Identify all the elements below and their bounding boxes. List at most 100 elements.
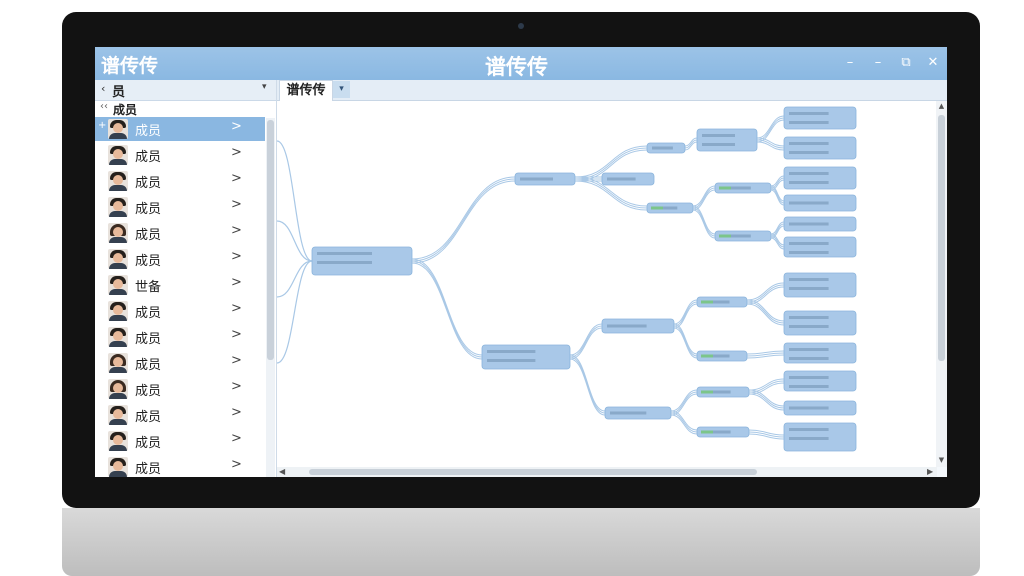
mindmap-node[interactable] [783, 310, 857, 336]
mindmap-node[interactable] [696, 128, 758, 152]
mindmap-node-text [487, 359, 536, 362]
mindmap-edge [277, 140, 313, 262]
mindmap-node[interactable] [783, 272, 857, 298]
chevron-right-icon[interactable]: > [231, 119, 242, 134]
chevron-right-icon[interactable]: > [231, 327, 242, 342]
mindmap-node-text [789, 222, 829, 226]
member-item[interactable]: 成员 > [95, 247, 265, 271]
chevron-right-icon[interactable]: > [231, 379, 242, 394]
horizontal-scroll-thumb[interactable] [309, 469, 757, 475]
avatar [108, 223, 128, 243]
member-item[interactable]: 成员> [95, 455, 265, 477]
member-item[interactable]: +成员> [95, 117, 265, 141]
member-item[interactable]: 世备 > [95, 273, 265, 297]
minimize-alt-icon[interactable]: – [874, 55, 882, 70]
mindmap-canvas[interactable] [277, 101, 937, 467]
sidebar-scroll-thumb[interactable] [267, 120, 274, 360]
sidebar-scrollbar[interactable] [266, 118, 275, 477]
vertical-scrollbar[interactable]: ▲ ▼ [936, 101, 947, 467]
mindmap-edge [746, 301, 785, 324]
minimize-icon[interactable]: – [846, 55, 854, 70]
scroll-left-icon[interactable]: ◀ [279, 467, 286, 476]
back-icon[interactable]: ‹ [101, 82, 106, 95]
mindmap-edge [673, 327, 698, 359]
mindmap-edge [748, 429, 785, 436]
chevron-right-icon[interactable]: > [231, 249, 242, 264]
tab-dropdown-icon[interactable]: ▾ [333, 81, 350, 98]
mindmap-edge [670, 393, 698, 416]
mindmap-edge [692, 209, 716, 239]
chevron-right-icon[interactable]: > [231, 431, 242, 446]
mindmap-node-tag [719, 234, 731, 238]
chevron-right-icon[interactable]: > [231, 457, 242, 472]
mindmap-node-tag [701, 300, 713, 304]
mindmap-node-tag [701, 430, 713, 434]
mindmap-edge [673, 323, 698, 355]
chevron-right-icon[interactable]: > [231, 405, 242, 420]
app-window: 谱传传 谱传传 – – ⧉ ✕ ‹ 员 ▾ ‹‹ 成员 +成员>成员>成员>成员… [95, 47, 947, 477]
mindmap-edge [692, 187, 716, 209]
member-item[interactable]: 成员> [95, 299, 265, 323]
mindmap-edge [746, 282, 785, 301]
close-icon[interactable]: ✕ [927, 55, 939, 70]
member-item[interactable]: 成员> [95, 351, 265, 375]
sidebar-title: 员 [112, 85, 126, 100]
mindmap-node-tag [701, 390, 713, 394]
scroll-down-icon[interactable]: ▼ [938, 456, 945, 464]
mindmap-node-text [702, 390, 731, 394]
window-title: 谱传传 [485, 55, 548, 79]
mindmap-edge [692, 185, 716, 207]
member-name: 世备 [135, 280, 162, 295]
mindmap-edge [770, 187, 785, 204]
mindmap-node-text [317, 252, 372, 255]
mindmap-edge [692, 207, 716, 237]
expand-icon[interactable]: + [98, 120, 107, 131]
member-item[interactable]: 成员> [95, 143, 265, 167]
scroll-right-icon[interactable]: ▶ [927, 467, 934, 476]
avatar [108, 197, 128, 217]
chevron-right-icon[interactable]: > [231, 275, 242, 290]
member-item[interactable]: 成员> [95, 377, 265, 401]
mindmap-node[interactable] [783, 106, 857, 130]
member-name: 成员 [135, 436, 162, 451]
member-item[interactable]: 成员> [95, 195, 265, 219]
member-name: 成员 [135, 254, 162, 269]
chevron-right-icon[interactable]: > [231, 145, 242, 160]
mindmap-node[interactable] [481, 344, 571, 370]
member-item[interactable]: 成员> [95, 221, 265, 245]
mindmap-edge [411, 180, 516, 264]
chevron-right-icon[interactable]: > [231, 197, 242, 212]
tab-bar: 谱传传 ▾ [277, 80, 947, 101]
restore-icon[interactable]: ⧉ [901, 55, 911, 70]
mindmap-edge [770, 237, 785, 250]
vertical-scroll-thumb[interactable] [938, 115, 945, 361]
horizontal-scrollbar[interactable]: ◀ ▶ [277, 467, 937, 477]
mindmap-edge [756, 117, 785, 141]
mindmap-node[interactable] [783, 136, 857, 160]
mindmap-edge [670, 391, 698, 414]
mindmap-edge [746, 299, 785, 322]
tab-main[interactable]: 谱传传 [279, 80, 333, 101]
collapse-icon[interactable]: ‹‹ [100, 101, 108, 112]
member-item[interactable]: 成员 > [95, 429, 265, 453]
member-item[interactable]: 成员> [95, 403, 265, 427]
chevron-right-icon[interactable]: > [231, 171, 242, 186]
avatar [108, 171, 128, 191]
mindmap-edge [692, 205, 716, 235]
mindmap-svg [277, 106, 857, 452]
chevron-right-icon[interactable]: > [231, 353, 242, 368]
member-item[interactable]: 成员> [95, 325, 265, 349]
scroll-up-icon[interactable]: ▲ [938, 102, 945, 110]
sidebar-dropdown-icon[interactable]: ▾ [262, 82, 267, 92]
sidebar-subheader[interactable]: ‹‹ 成员 [95, 101, 276, 117]
chevron-right-icon[interactable]: > [231, 301, 242, 316]
mindmap-node[interactable] [783, 166, 857, 190]
mindmap-edge [411, 176, 516, 260]
mindmap-edge [756, 139, 785, 149]
mindmap-edge [746, 352, 785, 357]
sidebar-header: ‹ 员 ▾ [95, 80, 276, 101]
mindmap-edge [756, 141, 785, 151]
mindmap-edge [673, 299, 698, 325]
chevron-right-icon[interactable]: > [231, 223, 242, 238]
member-item[interactable]: 成员> [95, 169, 265, 193]
